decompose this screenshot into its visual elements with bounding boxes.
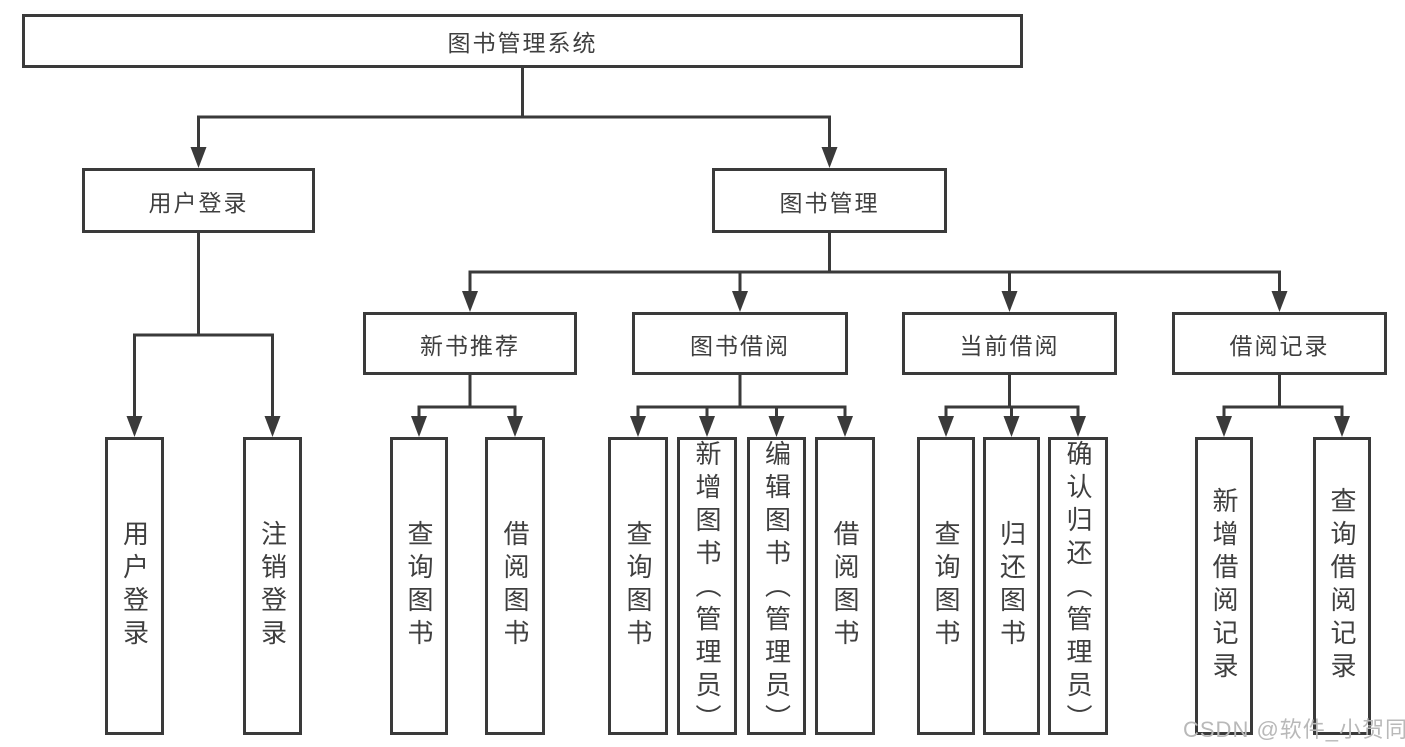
leaf-records-query-borrow-record: 查询借阅记录 [1313,437,1371,735]
leaf-current-confirm-return-admin-label: 确认归还（管理员） [1063,440,1093,737]
node-new-book-recommend: 新书推荐 [363,312,577,375]
node-book-management-label: 图书管理 [779,189,880,216]
leaf-current-return-books: 归还图书 [983,437,1040,735]
node-user-login-label: 用户登录 [148,189,249,216]
csdn-watermark: CSDN @软件_小贺同学 [1183,717,1405,742]
leaf-records-add-borrow-record: 新增借阅记录 [1195,437,1253,735]
node-new-book-recommend-label: 新书推荐 [420,332,520,359]
leaf-current-confirm-return-admin: 确认归还（管理员） [1048,437,1108,737]
leaf-newrec-query-books: 查询图书 [390,437,448,735]
node-book-borrow: 图书借阅 [632,312,848,375]
leaf-borrow-add-books-admin-label: 新增图书（管理员） [692,440,722,737]
leaf-borrow-edit-books-admin: 编辑图书（管理员） [747,437,806,737]
node-library-system: 图书管理系统 [22,14,1023,68]
leaf-borrow-edit-books-admin-label: 编辑图书（管理员） [761,440,792,737]
node-borrow-records: 借阅记录 [1172,312,1387,375]
node-book-management: 图书管理 [712,168,947,233]
node-borrow-records-label: 借阅记录 [1229,332,1330,359]
leaf-current-query-books: 查询图书 [917,437,975,735]
node-library-system-label: 图书管理系统 [447,30,598,56]
node-current-borrow: 当前借阅 [902,312,1117,375]
leaf-current-query-books-label: 查询图书 [931,520,961,652]
leaf-logout-login: 注销登录 [243,437,302,735]
node-book-borrow-label: 图书借阅 [690,332,790,359]
leaf-records-query-borrow-record-label: 查询借阅记录 [1327,487,1357,685]
leaf-user-login-label: 用户登录 [119,520,150,652]
leaf-newrec-borrow-books: 借阅图书 [485,437,545,735]
leaf-borrow-borrow-books: 借阅图书 [815,437,875,735]
leaf-newrec-borrow-books-label: 借阅图书 [500,520,530,652]
leaf-records-add-borrow-record-label: 新增借阅记录 [1209,487,1239,685]
leaf-borrow-query-books-label: 查询图书 [623,520,653,652]
leaf-newrec-query-books-label: 查询图书 [404,520,434,652]
leaf-logout-login-label: 注销登录 [257,520,288,652]
leaf-borrow-add-books-admin: 新增图书（管理员） [677,437,737,737]
leaf-user-login: 用户登录 [105,437,164,735]
leaf-borrow-borrow-books-label: 借阅图书 [830,520,860,652]
node-current-borrow-label: 当前借阅 [959,332,1060,359]
node-user-login: 用户登录 [82,168,315,233]
leaf-current-return-books-label: 归还图书 [996,520,1027,652]
leaf-borrow-query-books: 查询图书 [608,437,668,735]
